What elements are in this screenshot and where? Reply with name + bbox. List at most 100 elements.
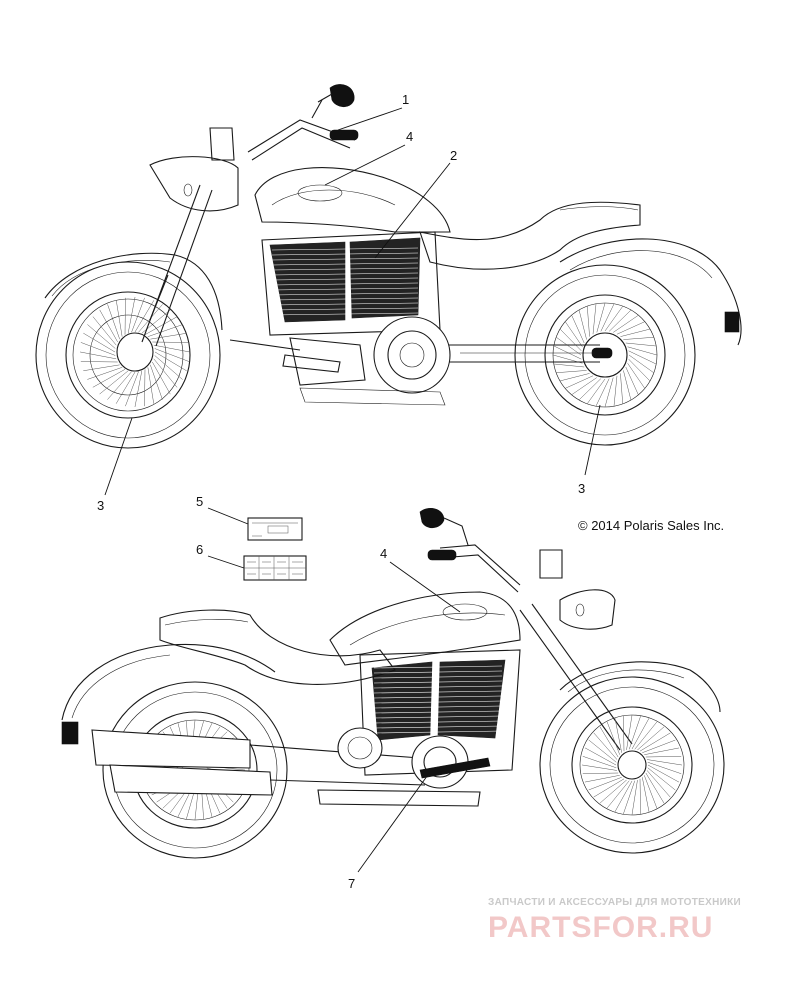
wheel-spoke: [588, 739, 617, 763]
watermark-logo: PARTSFOR.RU: [488, 911, 713, 944]
wheel-spoke: [154, 348, 190, 362]
wheel-spoke: [639, 778, 641, 815]
wheel-spoke: [150, 364, 163, 400]
wheel-spoke: [647, 761, 682, 774]
rear-wheel-top: [514, 264, 696, 446]
wheel-spoke: [623, 780, 636, 815]
wheel-spoke: [596, 302, 606, 333]
motorcycle-top-left-side-view: [35, 84, 742, 449]
callout-2-label: 2: [450, 148, 457, 163]
cylinder-fin: [373, 705, 503, 709]
callout-7-label: 7: [348, 876, 355, 891]
cylinder-fin: [373, 720, 503, 724]
wheel-spoke: [637, 726, 665, 751]
wheel-spoke: [147, 324, 183, 337]
wheel-spoke: [642, 777, 650, 813]
callouts-bottom: 4 7: [348, 546, 461, 891]
cylinder-fin: [373, 710, 503, 714]
wheel-spoke: [125, 371, 139, 407]
wheel-spoke: [625, 342, 657, 347]
cylinder-fin: [271, 272, 419, 276]
wheel-spoke: [582, 756, 617, 769]
wheel-spoke: [553, 345, 582, 360]
wheel-spoke: [646, 770, 671, 798]
callout-3-rear-label: 3: [578, 481, 585, 496]
wheel-spoke: [631, 779, 638, 816]
wheel-spoke: [582, 772, 619, 774]
wheel-spoke: [99, 370, 129, 395]
wheel-spoke: [588, 777, 622, 791]
wheel-spoke: [628, 354, 654, 374]
wheel-spoke: [107, 371, 132, 400]
wheel-spoke: [634, 721, 658, 750]
wheel-spoke: [616, 321, 645, 335]
wheel-spoke: [107, 304, 120, 340]
wheel-spoke: [628, 350, 657, 365]
wheel-spoke: [553, 363, 585, 368]
wheel-spoke: [92, 369, 126, 388]
cylinder-fin: [373, 725, 503, 729]
wheel-spoke: [627, 363, 646, 389]
wheel-spoke: [565, 375, 594, 389]
wheel-spoke: [625, 366, 639, 395]
watermark-tagline: ЗАПЧАСТИ И АКСЕССУАРЫ ДЛЯ МОТОТЕХНИКИ: [488, 897, 741, 908]
wheel-spoke: [556, 336, 582, 356]
front-wheel-top: [35, 261, 221, 449]
cylinder-fin: [271, 262, 419, 266]
cylinder-fin: [271, 252, 419, 256]
wheel-spoke: [584, 747, 617, 766]
cylinder-fin: [271, 302, 419, 306]
wheel-spoke: [586, 378, 606, 404]
wheel-spoke: [631, 717, 650, 750]
copyright-text: © 2014 Polaris Sales Inc.: [578, 518, 724, 533]
wheel-spoke: [115, 300, 123, 337]
wheel-spoke: [646, 759, 683, 766]
wheel-spoke: [645, 772, 665, 804]
wheel-spoke: [644, 747, 680, 755]
callout-4-label: 4: [406, 129, 413, 144]
wheel-spoke: [584, 775, 620, 783]
wheel-spoke: [127, 296, 136, 334]
wheel-spoke: [152, 361, 171, 395]
wheel-spoke: [134, 370, 143, 408]
wheel-spoke: [571, 315, 585, 344]
wheel-spoke: [83, 332, 116, 353]
cylinder-fin: [373, 685, 503, 689]
callout-5-label: 5: [196, 494, 203, 509]
cylinder-fin: [373, 675, 503, 679]
cylinder-fin: [271, 247, 419, 251]
wheel-spoke: [559, 373, 590, 382]
cylinder-fin: [373, 695, 503, 699]
decal-items: 5 6: [196, 494, 307, 581]
cylinder-fin: [271, 312, 419, 316]
wheel-spoke: [559, 328, 582, 352]
wheel-spoke: [608, 309, 632, 332]
front-wheel-bottom: [539, 676, 725, 854]
cylinder-fin: [271, 292, 419, 296]
cylinder-fin: [373, 665, 503, 669]
wheel-spoke: [150, 332, 187, 340]
wheel-spoke: [144, 316, 178, 335]
callout-4-bottom-label: 4: [380, 546, 387, 561]
cylinder-fin: [271, 277, 419, 281]
wheel-spoke: [647, 767, 676, 791]
wheel-spoke: [595, 378, 610, 407]
wheel-spoke: [623, 337, 654, 340]
wheel-spoke: [79, 351, 117, 360]
wheel-spoke: [578, 309, 587, 340]
wheel-spoke: [83, 364, 120, 372]
cylinder-fin: [271, 297, 419, 301]
wheel-spoke: [87, 367, 123, 380]
cylinder-fin: [271, 267, 419, 271]
motorcycle-bottom-right-side-view: [61, 507, 725, 859]
cylinder-fin: [271, 287, 419, 291]
cylinder-fin: [271, 282, 419, 286]
wheel-spoke: [623, 370, 632, 401]
cylinder-fin: [373, 670, 503, 674]
wheel-spoke: [604, 306, 624, 332]
wheel-spoke: [626, 714, 633, 751]
wheel-spoke: [613, 314, 639, 333]
wheel-spoke: [92, 316, 117, 346]
wheel-spoke: [593, 778, 625, 798]
wheel-spoke: [134, 300, 155, 333]
